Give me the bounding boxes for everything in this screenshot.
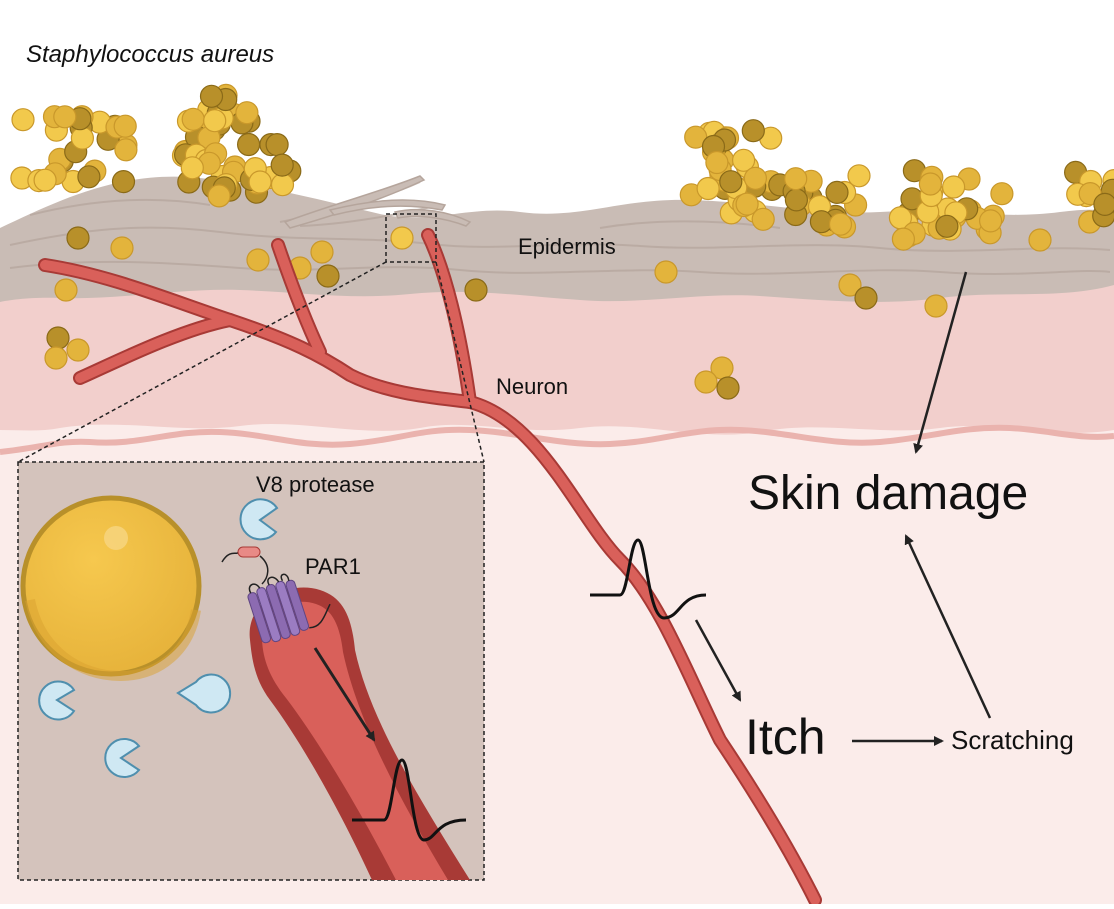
- staphylococcus-coccus: [66, 226, 90, 250]
- staphylococcus-coccus: [751, 207, 775, 231]
- staphylococcus-coccus: [248, 170, 272, 194]
- staphylococcus-coccus: [735, 192, 759, 216]
- staphylococcus-coccus: [464, 278, 488, 302]
- staphylococcus-coccus: [310, 240, 334, 264]
- staphylococcus-coccus: [246, 248, 270, 272]
- bacterium-label: Staphylococcus aureus: [26, 41, 275, 68]
- staphylococcus-coccus: [114, 138, 138, 162]
- receptor-label: PAR1: [305, 554, 361, 579]
- staphylococcus-coccus: [784, 167, 808, 191]
- staphylococcus-coccus: [111, 170, 136, 194]
- staphylococcus-coccus: [935, 214, 959, 238]
- staphylococcus-coccus: [654, 260, 678, 284]
- staphylococcus-coccus: [743, 166, 768, 190]
- staphylococcus-coccus: [181, 107, 205, 131]
- inset-action-potential: [352, 758, 467, 842]
- staphylococcus-coccus: [199, 84, 224, 108]
- protease-4: [104, 738, 141, 778]
- staphylococcus-coccus: [716, 376, 740, 400]
- arrow-scratching-to-damage: [904, 534, 992, 719]
- v8-protease-molecules: [38, 498, 279, 778]
- protease-3: [176, 673, 232, 714]
- staphylococcus-coccus: [46, 326, 70, 350]
- staphylococcus-coccus: [741, 119, 765, 143]
- staphylococcus-coccus: [180, 156, 204, 180]
- staphylococcus-coccus: [1093, 192, 1114, 216]
- staphylococcus-coccus: [237, 132, 261, 157]
- inset-signal-arrow: [313, 647, 376, 742]
- scratching-label: Scratching: [951, 725, 1074, 755]
- staphylococcus-coccus: [110, 236, 134, 260]
- staphylococcus-clusters: [10, 83, 1114, 400]
- staphylococcus-coccus: [924, 294, 948, 318]
- staphylococcus-coccus: [696, 176, 720, 201]
- staphylococcus-coccus: [270, 173, 295, 197]
- par1-receptor: [247, 573, 331, 644]
- staphylococcus-coccus: [891, 227, 916, 251]
- skin-damage-label: Skin damage: [748, 467, 1029, 520]
- skin-flakes: [283, 175, 472, 229]
- staphylococcus-coccus: [838, 273, 862, 297]
- staphylococcus-coccus: [828, 212, 853, 236]
- inset-panel: [17, 461, 485, 881]
- flow-arrows: [694, 271, 992, 746]
- neuron-label: Neuron: [496, 374, 569, 399]
- protease-2: [38, 680, 76, 721]
- staphylococcus-coccus: [825, 180, 849, 204]
- staphylococcus-coccus: [918, 172, 943, 196]
- staphylococcus-coccus: [203, 109, 227, 133]
- staphylococcus-coccus: [44, 346, 68, 370]
- staphylococcus-coccus: [390, 226, 414, 250]
- arrow-neuron-to-itch: [694, 619, 742, 702]
- dermis-layer: [0, 265, 1114, 435]
- staphylococcus-coccus: [265, 133, 289, 157]
- staphylococcus-coccus: [53, 105, 77, 129]
- staphylococcus-coccus: [847, 164, 871, 188]
- staphylococcus-coccus: [809, 210, 834, 234]
- staphylococcus-coccus: [705, 150, 729, 175]
- arrow-bacteria-to-damage: [913, 271, 968, 454]
- zoom-indicator: [17, 213, 485, 463]
- itch-label: Itch: [745, 709, 826, 765]
- dermis-boundary: [0, 424, 1114, 455]
- staphylococcus-coccus: [978, 209, 1003, 233]
- staphylococcus-coccus: [731, 148, 756, 172]
- staphylococcus-coccus: [11, 108, 35, 132]
- staphylococcus-coccus: [854, 286, 878, 310]
- action-potential: [590, 538, 707, 620]
- staphylococcus-coccus: [66, 338, 90, 362]
- staphylococcus-coccus: [316, 264, 340, 288]
- staphylococcus-coccus: [719, 170, 743, 194]
- epidermis-label: Epidermis: [518, 234, 616, 259]
- staphylococcus-coccus: [990, 182, 1014, 206]
- staphylococcus-coccus: [113, 114, 137, 138]
- staphylococcus-coccus: [784, 188, 809, 212]
- staphylococcus-coccus: [1028, 228, 1052, 252]
- cleaved-peptide: [237, 546, 261, 558]
- staphylococcus-coccus: [941, 175, 966, 199]
- staphylococcus-coccus: [207, 184, 231, 208]
- staphylococcus-coccus: [694, 370, 718, 394]
- staphylococcus-coccus: [77, 165, 101, 189]
- staphylococcus-coccus: [270, 153, 294, 177]
- staphylococcus-coccus: [33, 168, 57, 192]
- protease-label: V8 protease: [256, 472, 375, 497]
- staphylococcus-coccus: [235, 101, 259, 125]
- staphylococcus-coccus: [54, 278, 78, 302]
- protease-1: [239, 498, 279, 541]
- staphylococcus-coccus: [70, 126, 95, 150]
- neuron: [38, 228, 822, 907]
